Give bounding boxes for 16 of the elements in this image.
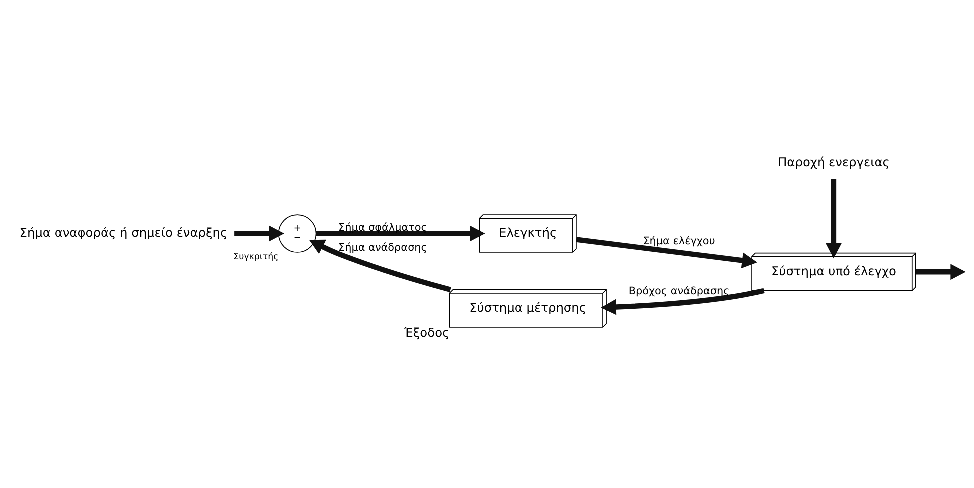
edge-label: Σήμα σφάλματος <box>338 222 428 234</box>
arrow <box>601 288 765 316</box>
arrow <box>316 226 486 242</box>
arrow <box>576 237 758 269</box>
arrow <box>826 178 842 259</box>
node-label: Συγκριτής <box>234 252 279 262</box>
edge-label: Βρόχος ανάδρασης <box>628 285 730 298</box>
node-text: Παροχή ενεργειας <box>778 155 890 170</box>
arrow <box>234 226 284 242</box>
arrow <box>916 264 966 280</box>
node-circle: + − <box>278 214 317 253</box>
node-text: Σήμα αναφοράς ή σημείο έναρξης <box>20 226 228 240</box>
arrow <box>309 240 452 292</box>
edge-label: Σήμα ανάδρασης <box>338 242 428 254</box>
node-label: Έξοδος <box>404 326 450 340</box>
edge-label: Σήμα ελέγχου <box>643 236 716 248</box>
